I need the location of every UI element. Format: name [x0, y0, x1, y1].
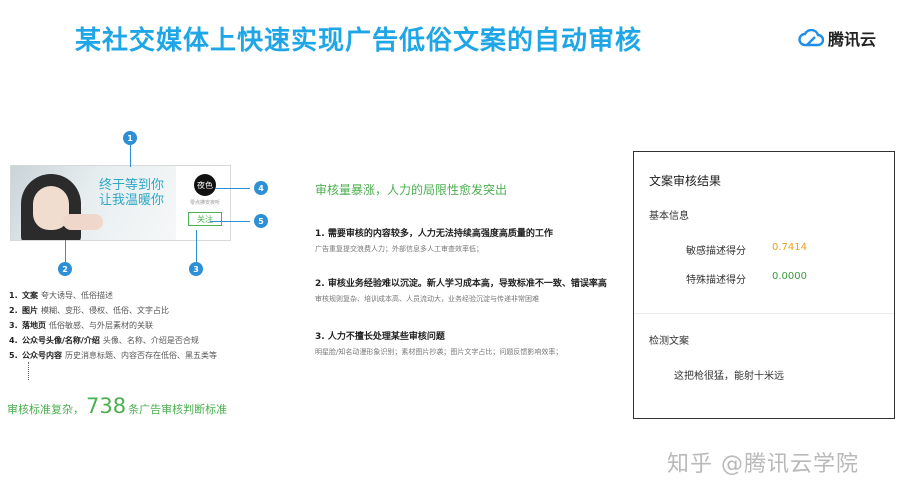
list-item-term: 落地页 [22, 321, 46, 330]
ad-banner-sample: 终于等到你 让我温暖你 夜色 零点拂安夜听 关注 [10, 165, 231, 241]
marker-5: 5 [254, 214, 268, 228]
list-item: 2. 图片 模糊、变形、侵权、低俗、文字占比 [9, 303, 217, 318]
list-item-number: 2. [9, 306, 18, 315]
cloud-icon [798, 29, 824, 47]
banner-photo [11, 166, 176, 240]
photo-hand [63, 214, 103, 230]
list-continuation-dots [28, 362, 29, 380]
marker-4-line [215, 188, 250, 189]
list-item-desc: 模糊、变形、侵权、低俗、文字占比 [41, 306, 169, 315]
result-title: 文案审核结果 [649, 174, 722, 188]
watermark: 知乎 @腾讯云学院 [667, 452, 859, 477]
marker-2-line [65, 240, 66, 264]
problem-title: 2. 审核业务经验难以沉淀。新人学习成本高，导致标准不一致、错误率高 [315, 279, 607, 289]
problem-desc: 广告重复提交浪费人力；外部信息多人工审查效率低； [315, 245, 483, 253]
problem-item: 1. 需要审核的内容较多，人力无法持续高强度高质量的工作 广告重复提交浪费人力；… [315, 226, 553, 254]
basic-info-heading: 基本信息 [649, 211, 689, 222]
marker-4: 4 [254, 181, 268, 195]
banner-copy-line2: 让我温暖你 [99, 193, 165, 208]
sensitive-score-value: 0.7414 [772, 242, 807, 253]
standard-count: 738 [86, 394, 127, 418]
detected-text-heading: 检测文案 [649, 336, 689, 347]
special-score-label: 特殊描述得分 [686, 275, 746, 286]
list-item-term: 图片 [22, 306, 38, 315]
problem-desc: 审核规则复杂、培训成本高、人员流动大，业务经验沉淀与传递非常困难 [315, 295, 539, 303]
marker-1: 1 [123, 131, 137, 145]
banner-copy-text: 终于等到你 让我温暖你 [99, 178, 164, 208]
list-item-desc: 头像、名称、介绍是否合规 [102, 336, 199, 345]
account-avatar: 夜色 [194, 174, 216, 196]
standard-prefix: 审核标准复杂， [7, 403, 84, 416]
problem-title: 3. 人力不擅长处理某些审核问题 [315, 332, 445, 342]
special-score-value: 0.0000 [772, 271, 807, 282]
list-item-number: 5. [9, 351, 18, 360]
problem-item: 2. 审核业务经验难以沉淀。新人学习成本高，导致标准不一致、错误率高 审核规则复… [315, 276, 607, 304]
follow-button[interactable]: 关注 [188, 212, 222, 226]
tencent-cloud-logo: 腾讯云 [798, 26, 876, 50]
marker-3: 3 [189, 262, 203, 276]
problem-title: 1. 需要审核的内容较多，人力无法持续高强度高质量的工作 [315, 229, 553, 239]
audit-elements-list: 1. 文案 夸大诱导、低俗描述 2. 图片 模糊、变形、侵权、低俗、文字占比 3… [9, 288, 217, 363]
list-item-desc: 低俗敏感、与外层素材的关联 [49, 321, 153, 330]
banner-copy-line1: 终于等到你 [99, 178, 165, 193]
list-item-number: 1. [9, 291, 18, 300]
detected-text: 这把枪很猛，能射十米远 [674, 371, 784, 382]
marker-2: 2 [58, 262, 72, 276]
list-item-term: 公众号内容 [22, 351, 62, 360]
list-item-desc: 历史消息标题、内容否存在低俗、黑五类等 [65, 351, 217, 360]
list-item: 4. 公众号头像/名称/介绍 头像、名称、介绍是否合规 [9, 333, 217, 348]
problem-item: 3. 人力不擅长处理某些审核问题 明星脸/知名动漫形象识别；素材图片抄袭；图片文… [315, 329, 562, 357]
list-item: 3. 落地页 低俗敏感、与外层素材的关联 [9, 318, 217, 333]
list-item-desc: 夸大诱导、低俗描述 [41, 291, 113, 300]
logo-text: 腾讯云 [828, 30, 877, 49]
page-title: 某社交媒体上快速实现广告低俗文案的自动审核 [75, 26, 643, 56]
list-item-term: 文案 [22, 291, 38, 300]
list-item: 1. 文案 夸大诱导、低俗描述 [9, 288, 217, 303]
problem-desc: 明星脸/知名动漫形象识别；素材图片抄袭；图片文字占比；问题反馈影响效率； [315, 348, 563, 356]
middle-headline: 审核量暴涨，人力的局限性愈发突出 [315, 183, 508, 197]
list-item: 5. 公众号内容 历史消息标题、内容否存在低俗、黑五类等 [9, 348, 217, 363]
audit-result-panel: 文案审核结果 基本信息 敏感描述得分 0.7414 特殊描述得分 0.0000 … [633, 151, 895, 419]
list-item-number: 4. [9, 336, 18, 345]
panel-divider [634, 313, 894, 314]
audit-standard-note: 审核标准复杂， 738 条广告审核判断标准 [7, 394, 227, 418]
sensitive-score-label: 敏感描述得分 [686, 246, 746, 257]
banner-account-panel: 夜色 零点拂安夜听 关注 [176, 166, 230, 240]
marker-5-line [210, 221, 250, 222]
standard-suffix: 条广告审核判断标准 [128, 403, 228, 416]
account-subtitle: 零点拂安夜听 [189, 200, 220, 206]
marker-3-line [196, 230, 197, 262]
list-item-term: 公众号头像/名称/介绍 [22, 336, 100, 345]
list-item-number: 3. [9, 321, 18, 330]
marker-1-line [130, 145, 131, 167]
